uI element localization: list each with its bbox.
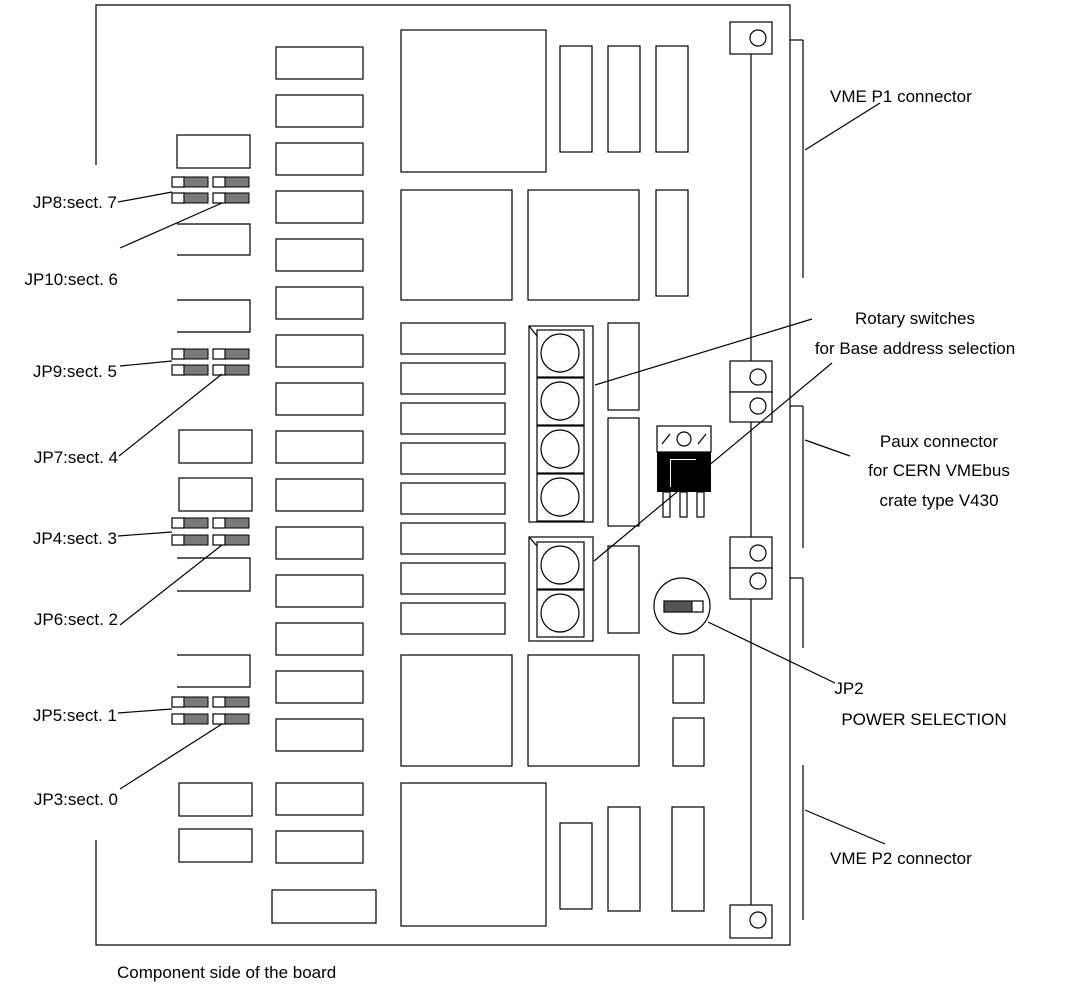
rotary-switch-group-upper — [528, 325, 594, 523]
mount-bracket-bottom — [729, 904, 773, 939]
label-jp5: JP5:sect. 1 — [33, 706, 117, 725]
label-paux-line3: crate type V430 — [879, 491, 998, 510]
jumper-jp5-jp3 — [171, 696, 250, 725]
label-vme-p1: VME P1 connector — [830, 87, 972, 106]
label-jp3: JP3:sect. 0 — [34, 790, 118, 809]
label-jp9: JP9:sect. 5 — [33, 362, 117, 381]
jumper-jp9-jp7 — [171, 348, 250, 376]
label-paux-line1: Paux connector — [880, 432, 998, 451]
label-jp7: JP7:sect. 4 — [34, 448, 118, 467]
label-jp4: JP4:sect. 3 — [33, 529, 117, 548]
caption: Component side of the board — [117, 963, 336, 982]
mount-bracket-top — [729, 21, 773, 55]
rotary-switch-group-lower — [528, 536, 594, 642]
medium-chips — [400, 322, 506, 635]
label-jp10: JP10:sect. 6 — [24, 270, 118, 289]
large-chips — [400, 29, 640, 927]
left-chips — [176, 134, 253, 863]
jumper-jp4-jp6 — [171, 517, 250, 546]
mount-bracket-lower-mid — [729, 536, 773, 600]
label-paux-line2: for CERN VMEbus — [868, 461, 1010, 480]
label-jp6: JP6:sect. 2 — [34, 610, 118, 629]
vme-rail — [750, 39, 804, 920]
jumper-jp8-jp10 — [171, 176, 250, 204]
board-outline — [95, 4, 791, 946]
callout-lines — [117, 102, 886, 845]
label-power-selection: POWER SELECTION — [841, 710, 1006, 729]
label-rotary-line1: Rotary switches — [855, 309, 975, 328]
chip-column-2 — [271, 46, 377, 924]
label-vme-p2: VME P2 connector — [830, 849, 972, 868]
label-rotary-line2: for Base address selection — [815, 339, 1015, 358]
vertical-chips — [559, 45, 705, 912]
jp2-power-selector — [653, 577, 711, 635]
label-jp2: JP2 — [834, 679, 863, 698]
mount-bracket-upper-mid — [729, 360, 773, 423]
label-jp8: JP8:sect. 7 — [33, 193, 117, 212]
voltage-regulator — [656, 425, 712, 518]
